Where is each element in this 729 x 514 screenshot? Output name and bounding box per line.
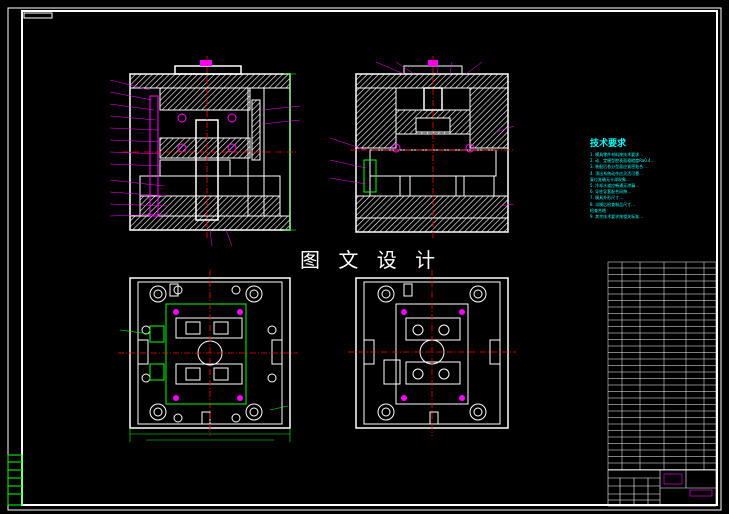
tech-note-line: 2. 动、定模型腔表面粗糙度Ra0.4… (590, 158, 655, 164)
technical-requirements-title: 技术要求 (590, 139, 627, 149)
tech-note-line: 8. 试模后检查制品尺寸… (590, 201, 636, 207)
tech-note-line: 9. 其余技术要求按相关标准… (590, 214, 644, 220)
front-section-view (109, 56, 301, 247)
tech-note-line: 复位准确无卡滞现象… (590, 176, 630, 182)
tech-note-line: 检查合格 (590, 207, 606, 213)
parts-list-table (607, 261, 717, 471)
technical-requirements-notes: 1. 模具零件材料按技术要求…2. 动、定模型腔表面粗糙度Ra0.4…3. 装配… (590, 152, 718, 220)
watermark-text: 图 文 设 计 (300, 248, 442, 272)
tech-note-line: 5. 冷却水道应畅通无渗漏… (590, 183, 640, 189)
title-block (607, 469, 717, 507)
outer-border (7, 7, 722, 511)
tech-note-line: 1. 模具零件材料按技术要求… (590, 152, 644, 157)
corner-mark (23, 12, 53, 19)
tech-note-line: 7. 模具外形尺寸… (590, 195, 624, 201)
plan-view-fixed-half (348, 270, 516, 436)
tech-note-line: 3. 装配后各分型面应紧密贴合… (590, 164, 648, 170)
tech-note-line: 6. 导柱导套配合间隙… (590, 189, 632, 195)
side-section-view (329, 56, 515, 240)
inner-border (21, 10, 718, 506)
side-strip (7, 454, 23, 506)
plan-view-moving-half (118, 270, 298, 442)
tech-note-line: 4. 顶出系统动作应灵活可靠… (590, 170, 644, 176)
